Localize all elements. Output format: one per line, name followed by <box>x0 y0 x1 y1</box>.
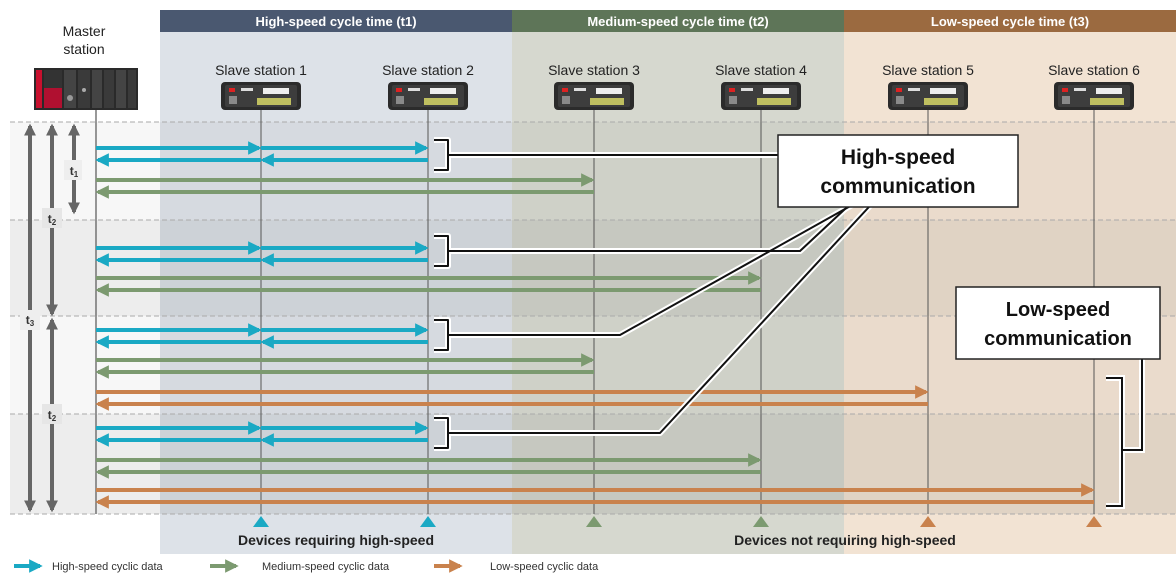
t3-label: t3 <box>26 313 35 328</box>
legend-medium-label: Medium-speed cyclic data <box>262 561 390 573</box>
low-speed-callout: Low-speed communication <box>955 286 1161 360</box>
slave-stations: Slave station 1 Slave station 2 Slave st… <box>215 62 1140 78</box>
devices-not-requiring-label: Devices not requiring high-speed <box>734 532 956 548</box>
slave-device-icon <box>388 82 468 110</box>
legend-low: Low-speed cyclic data <box>434 559 599 573</box>
devices-requiring-label: Devices requiring high-speed <box>238 532 434 548</box>
legend-high-label: High-speed cyclic data <box>52 561 164 573</box>
band-low <box>844 10 1176 32</box>
marker-slave-6 <box>1086 516 1102 527</box>
low-speed-connectors <box>1106 358 1145 509</box>
low-speed-callout-line2: communication <box>984 328 1132 350</box>
legend: High-speed cyclic data Medium-speed cycl… <box>14 559 599 573</box>
header-bands: High-speed cycle time (t1) Medium-speed … <box>160 10 1176 32</box>
marker-slave-5 <box>920 516 936 527</box>
slave-station-5-label: Slave station 5 <box>882 62 974 78</box>
slave-icons <box>221 82 1134 110</box>
slave-device-icon <box>888 82 968 110</box>
bottom-markers: Devices requiring high-speed Devices not… <box>238 516 1102 548</box>
t2-label-second: t2 <box>48 408 57 423</box>
slave-device-icon <box>221 82 301 110</box>
band-medium <box>512 10 844 32</box>
band-low-label: Low-speed cycle time (t3) <box>931 14 1089 29</box>
t2-label-first: t2 <box>48 212 57 227</box>
band-medium-label: Medium-speed cycle time (t2) <box>587 14 768 29</box>
plc-icon <box>34 68 138 110</box>
marker-slave-2 <box>420 516 436 527</box>
master-station-label-line2: station <box>63 41 104 57</box>
legend-high: High-speed cyclic data <box>14 559 164 573</box>
slave-device-icon <box>721 82 801 110</box>
marker-slave-3 <box>586 516 602 527</box>
slave-station-3-label: Slave station 3 <box>548 62 640 78</box>
slave-station-2-label: Slave station 2 <box>382 62 474 78</box>
legend-low-label: Low-speed cyclic data <box>490 561 599 573</box>
high-speed-connectors <box>434 137 883 451</box>
slave-station-1-label: Slave station 1 <box>215 62 307 78</box>
marker-slave-1 <box>253 516 269 527</box>
high-speed-callout-line2: communication <box>820 175 975 198</box>
slave-device-icon <box>554 82 634 110</box>
master-station-label-line1: Master <box>63 23 106 39</box>
band-high <box>160 10 512 32</box>
marker-slave-4 <box>753 516 769 527</box>
data-arrows <box>95 141 1095 509</box>
high-speed-callout-line1: High-speed <box>841 146 955 169</box>
low-speed-callout-line1: Low-speed <box>1006 299 1110 321</box>
high-speed-callout: High-speed communication <box>777 134 1019 208</box>
band-high-label: High-speed cycle time (t1) <box>255 14 416 29</box>
slave-device-icon <box>1054 82 1134 110</box>
legend-medium: Medium-speed cyclic data <box>210 559 390 573</box>
master-station: Master station <box>34 23 138 110</box>
slave-station-6-label: Slave station 6 <box>1048 62 1140 78</box>
time-axis: t1 t2 t3 t2 <box>20 123 82 513</box>
t1-label: t1 <box>70 164 79 179</box>
slave-station-4-label: Slave station 4 <box>715 62 807 78</box>
